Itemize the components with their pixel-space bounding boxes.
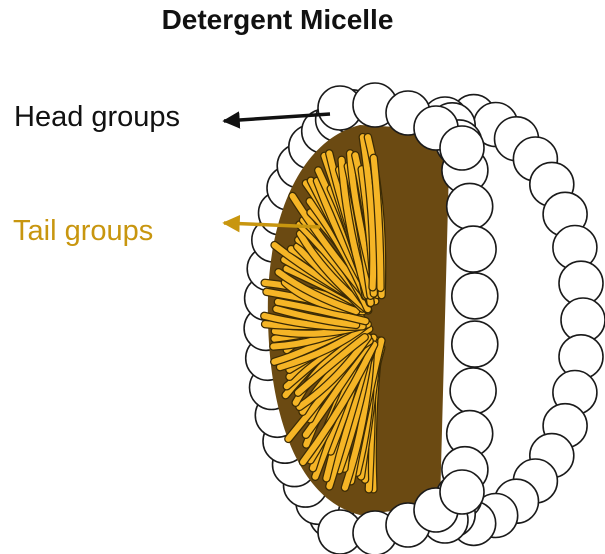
head-group [450, 226, 496, 272]
head-group [440, 470, 484, 514]
head-group [452, 273, 498, 319]
head-group [440, 126, 484, 170]
head-group [452, 321, 498, 367]
head-group [447, 183, 493, 229]
head-group [450, 368, 496, 414]
